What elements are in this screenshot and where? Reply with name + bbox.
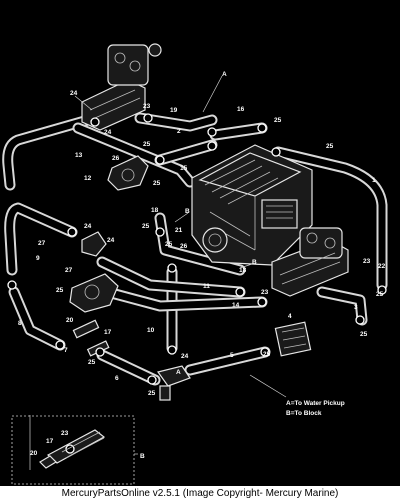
thermostat-housing <box>81 231 107 257</box>
callout-label: 19 <box>170 107 178 114</box>
pump-upper <box>107 155 149 191</box>
callout-label: 25 <box>274 117 282 124</box>
callout-label: B <box>252 259 257 266</box>
callout-label: 25 <box>56 287 64 294</box>
callout-label: 22 <box>378 263 386 270</box>
callout-label: 5 <box>230 352 234 359</box>
cooling-system-diagram: A 24 23 19 2 16 25 24 13 26 25 15 25 12 … <box>2 43 388 485</box>
callout-label: 24 <box>84 223 92 230</box>
callout-label: 25 <box>153 180 161 187</box>
footer-copyright: MercuryPartsOnline v2.5.1 (Image Copyrig… <box>0 486 400 501</box>
leader-lines <box>29 75 287 470</box>
callout-label: 11 <box>203 283 210 290</box>
callout-label: 18 <box>151 207 159 214</box>
inset-nipple <box>39 455 57 469</box>
callout-label: 25 <box>88 359 96 366</box>
callout-label: 24 <box>70 90 78 97</box>
callout-label: 25 <box>360 331 368 338</box>
legend-line-a: A=To Water Pickup <box>286 400 345 407</box>
legend: A=To Water Pickup B=To Block <box>286 400 345 417</box>
tee-fitting-lower <box>156 365 191 401</box>
pump-lower <box>69 273 119 313</box>
callout-label: 20 <box>66 317 74 324</box>
callout-label: 18 <box>239 267 247 274</box>
callout-label: B <box>185 208 190 215</box>
callout-label: 26 <box>180 243 188 250</box>
callout-label: 13 <box>75 152 83 159</box>
callout-label: 23 <box>61 430 69 437</box>
callout-label: 24 <box>107 237 115 244</box>
callout-label: 16 <box>237 106 245 113</box>
manifold-top-left <box>81 43 162 131</box>
callout-label: 9 <box>36 255 40 262</box>
manifold-right <box>271 227 349 297</box>
callout-label: B <box>140 453 145 460</box>
callout-label: 25 <box>263 351 271 358</box>
callout-labels: A 24 23 19 2 16 25 24 13 26 25 15 25 12 … <box>18 71 386 460</box>
callout-label: 26 <box>112 155 120 162</box>
callout-label: 17 <box>104 329 112 336</box>
callout-label: 25 <box>326 143 334 150</box>
callout-label: 25 <box>142 223 150 230</box>
callout-label: A <box>176 369 181 376</box>
callout-label: 6 <box>115 375 119 382</box>
callout-label: 12 <box>84 175 92 182</box>
callout-label: 25 <box>143 141 151 148</box>
callout-label: 23 <box>261 289 269 296</box>
callout-label: 17 <box>46 438 54 445</box>
callout-label: 25 <box>376 291 384 298</box>
callout-label: 8 <box>18 320 22 327</box>
hoses <box>2 112 388 386</box>
callout-label: 25 <box>148 390 156 397</box>
callout-label: 10 <box>147 327 155 334</box>
detail-inset <box>11 415 138 485</box>
hose-clamps <box>7 113 387 385</box>
callout-label: 27 <box>38 240 46 247</box>
inset-frame <box>11 415 135 485</box>
legend-line-b: B=To Block <box>286 410 322 417</box>
engine-block <box>191 144 313 266</box>
callout-label: 14 <box>232 302 240 309</box>
callout-label: 1 <box>372 177 376 184</box>
callout-label: 21 <box>175 227 183 234</box>
callout-label: 24 <box>104 129 112 136</box>
callout-label: A <box>222 71 227 78</box>
callout-label: 27 <box>65 267 73 274</box>
callout-label: 7 <box>64 347 68 354</box>
callout-label: 23 <box>143 103 151 110</box>
callout-label: 3 <box>354 304 358 311</box>
callout-label: 20 <box>30 450 38 457</box>
callout-label: 23 <box>363 258 371 265</box>
callout-label: 15 <box>180 165 188 172</box>
callout-label: 25 <box>165 241 173 248</box>
callout-label: 2 <box>177 128 181 135</box>
cooler-4 <box>274 321 312 357</box>
inset-fitting <box>46 429 106 464</box>
callout-label: 4 <box>288 313 292 320</box>
callout-label: 24 <box>181 353 189 360</box>
